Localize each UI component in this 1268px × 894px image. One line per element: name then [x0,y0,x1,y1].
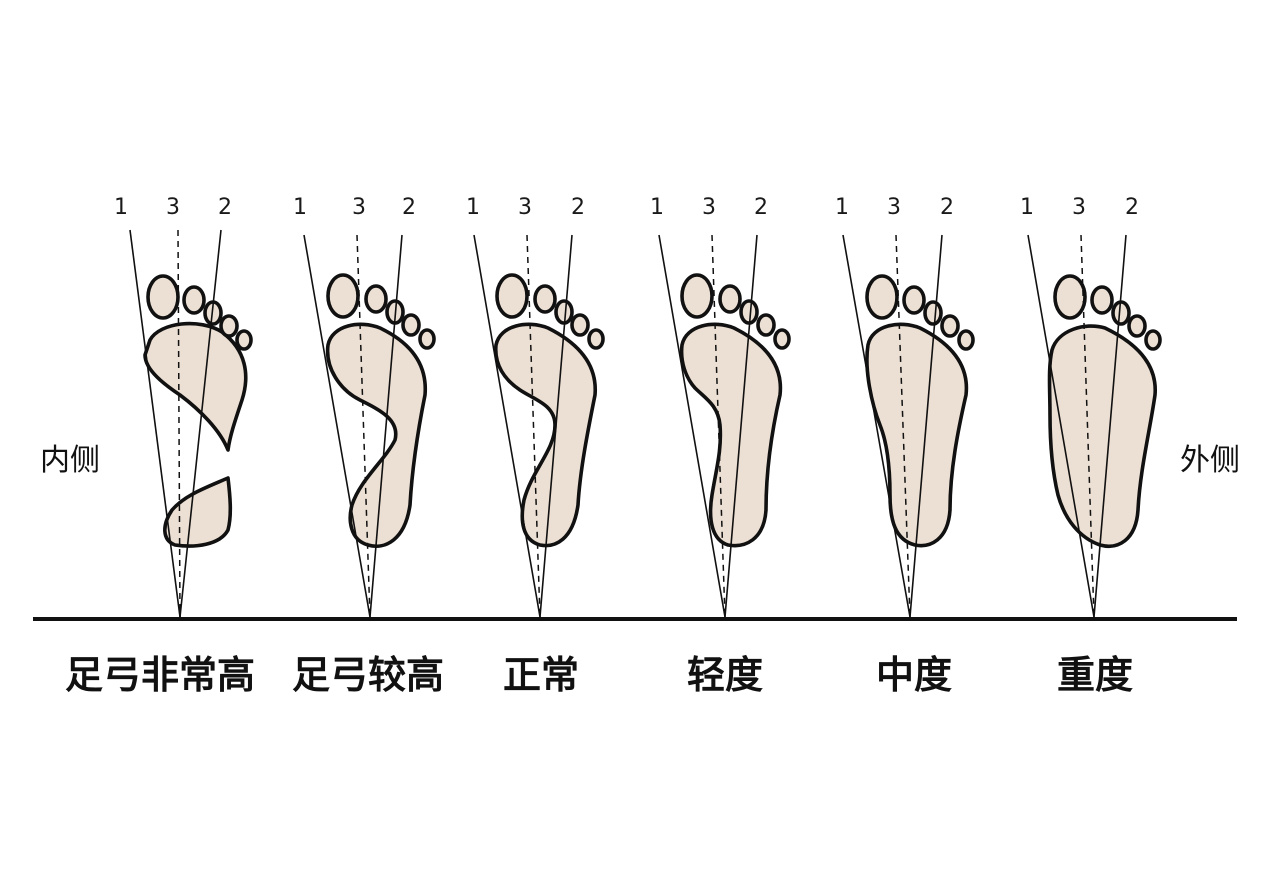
foot-panel-severe: 1 3 2 重度 [1020,195,1162,697]
big-toe [326,273,360,319]
line-number-3: 3 [166,195,180,220]
line-number-3: 3 [887,195,901,220]
foot-outline [325,322,427,548]
axis-line-2 [369,234,403,618]
axis-line-3 [711,234,726,618]
foot-panel-normal: 1 3 2 正常 [466,195,605,697]
foot-panel-very-high-arch: 1 3 2 足弓非常高 [65,195,255,697]
caption-very-high-arch: 足弓非常高 [65,653,255,697]
line-number-2: 2 [218,195,232,220]
axis-line-3 [177,229,181,618]
axis-line-1 [129,229,181,618]
toe-4 [940,314,960,338]
axis-line-1 [473,234,541,618]
line-number-2: 2 [754,195,768,220]
toe-5 [1144,329,1162,351]
axis-line-3 [356,234,371,618]
toe-2 [182,285,206,315]
toe-4 [219,314,239,338]
big-toe [865,274,899,320]
line-number-1: 1 [835,195,849,220]
medial-side-label: 内侧 [40,443,100,478]
axis-line-1 [842,234,911,618]
line-number-1: 1 [650,195,664,220]
caption-severe: 重度 [1057,653,1133,697]
line-number-3: 3 [352,195,366,220]
axis-line-2 [909,234,943,618]
axis-line-3 [895,234,911,618]
line-number-2: 2 [571,195,585,220]
foot-outline [679,322,783,548]
toe-3 [739,299,759,325]
line-number-2: 2 [940,195,954,220]
line-number-2: 2 [402,195,416,220]
toe-2 [1090,285,1114,315]
line-number-2: 2 [1125,195,1139,220]
toe-3 [923,300,943,326]
foot-outline [1047,324,1157,548]
big-toe [680,273,714,319]
line-number-1: 1 [466,195,480,220]
toe-3 [554,299,574,325]
toe-2 [533,284,557,314]
toe-2 [364,284,388,314]
axis-line-3 [1080,234,1095,618]
heel-pad [163,476,233,548]
lateral-side-label: 外侧 [1180,443,1240,478]
toe-5 [957,329,975,351]
axis-line-2 [539,234,573,618]
caption-normal: 正常 [503,653,579,697]
line-number-1: 1 [1020,195,1034,220]
axis-line-2 [1093,234,1127,618]
line-number-3: 3 [702,195,716,220]
toe-3 [1111,300,1131,326]
toe-5 [235,329,253,351]
toe-4 [756,313,776,337]
foot-panel-high-arch: 1 3 2 足弓较高 [292,195,444,697]
forefoot-pad [143,321,248,452]
foot-panel-moderate: 1 3 2 中度 [835,195,975,697]
toe-5 [773,328,791,350]
foot-outline [865,322,969,548]
caption-high-arch: 足弓较高 [292,653,444,697]
axis-line-2 [179,229,222,618]
foot-panel-mild: 1 3 2 轻度 [650,195,791,697]
line-number-3: 3 [1072,195,1086,220]
axis-line-3 [526,234,541,618]
toe-2 [718,284,742,314]
toe-2 [902,285,926,315]
axis-line-1 [1027,234,1095,618]
toe-4 [1127,314,1147,338]
toe-4 [401,313,421,337]
axis-line-1 [658,234,726,618]
caption-mild: 轻度 [687,653,763,697]
caption-moderate: 中度 [876,653,952,697]
toe-5 [418,328,436,350]
big-toe [495,273,529,319]
toe-5 [587,328,605,350]
line-number-1: 1 [114,195,128,220]
big-toe [146,274,180,320]
line-number-1: 1 [293,195,307,220]
axis-line-2 [724,234,758,618]
line-number-3: 3 [518,195,532,220]
big-toe [1053,274,1087,320]
toe-4 [570,313,590,337]
foot-outline [494,322,597,548]
axis-line-1 [303,234,371,618]
